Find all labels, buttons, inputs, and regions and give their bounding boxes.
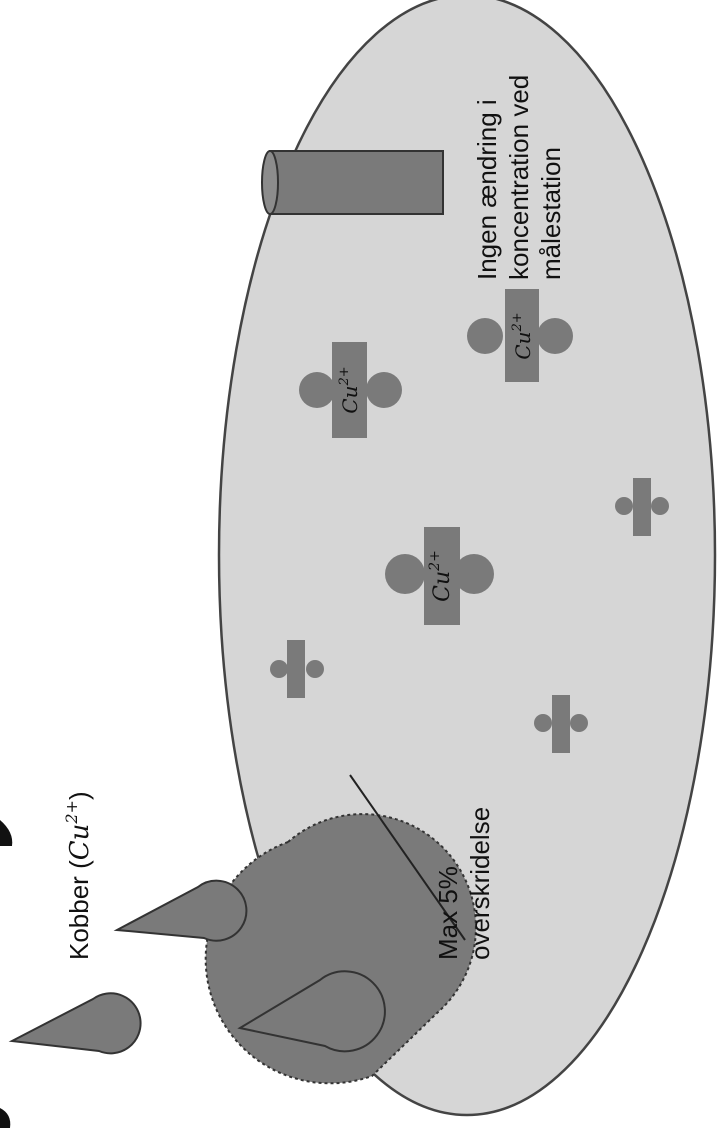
edge-mark-bottom — [0, 1108, 10, 1128]
station-label-line1: Ingen ændring i — [472, 99, 502, 280]
edge-mark — [0, 820, 12, 846]
station-label-line2: koncentration ved — [504, 75, 534, 280]
station-label-line3: målestation — [536, 147, 566, 280]
copper-source-label: Kobber (Cu2+) — [62, 791, 95, 960]
droplet-icon — [117, 881, 246, 941]
droplet-icon — [12, 993, 141, 1053]
overshoot-label: Max 5% — [433, 866, 463, 960]
overshoot-label-2: overskridelse — [465, 807, 495, 960]
measuring-station-icon — [262, 151, 443, 214]
